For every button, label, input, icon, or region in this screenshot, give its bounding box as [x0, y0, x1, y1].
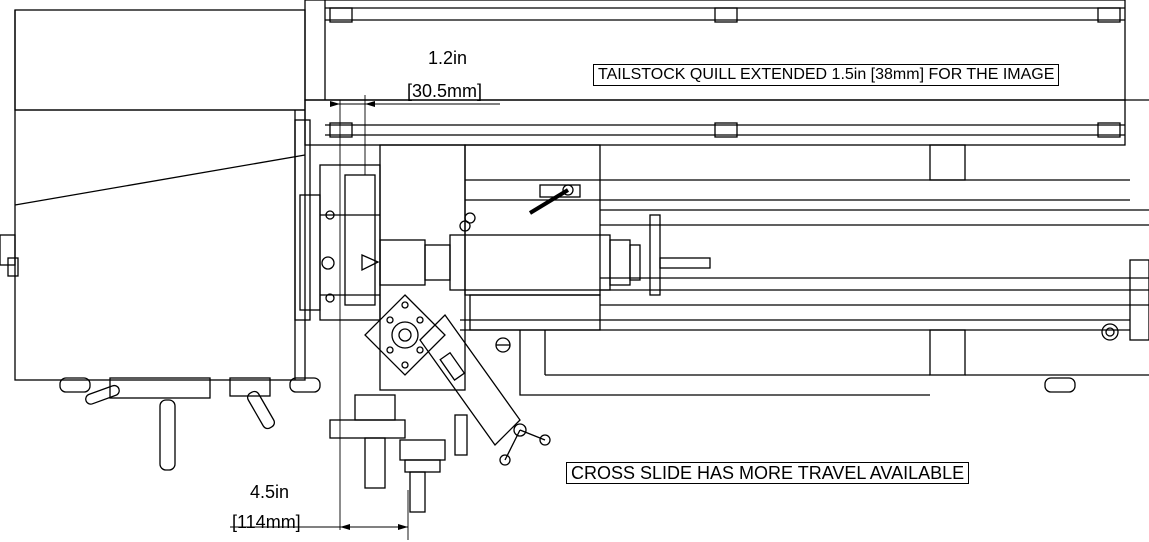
dimension-top-imperial: 1.2in	[428, 48, 468, 68]
dimension-top-metric: [30.5mm]	[407, 81, 483, 101]
dimension-bottom-imperial: 4.5in	[250, 482, 290, 502]
tailstock-note: TAILSTOCK QUILL EXTENDED 1.5in [38mm] FO…	[593, 64, 1060, 86]
dimension-bottom-metric: [114mm]	[232, 512, 301, 532]
cross-slide-note: CROSS SLIDE HAS MORE TRAVEL AVAILABLE	[566, 462, 970, 484]
handwheels	[85, 377, 468, 513]
tailstock	[379, 214, 711, 296]
headstock	[0, 9, 311, 381]
feet	[59, 377, 1076, 393]
way-cover	[304, 0, 1149, 146]
bed	[460, 144, 1149, 396]
dimension-lines	[230, 95, 500, 540]
tool-post	[364, 294, 551, 466]
carriage	[379, 144, 601, 391]
